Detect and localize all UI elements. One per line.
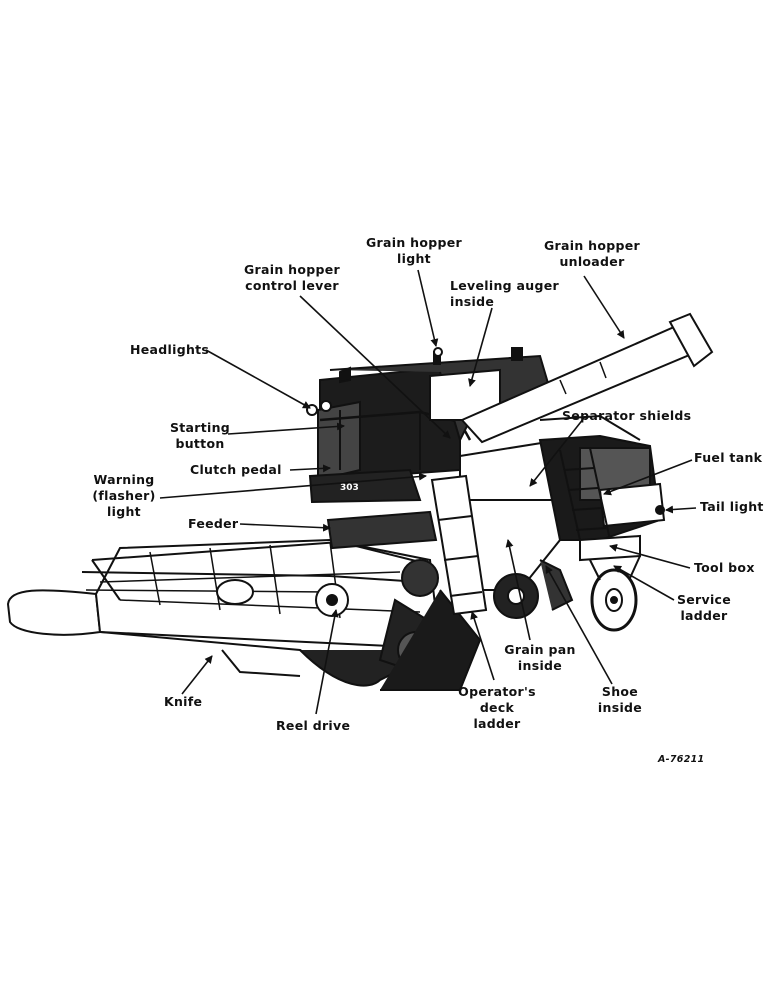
leader-tail-light: [665, 505, 697, 514]
leader-grain-hopper-light: [417, 269, 439, 347]
leader-lines: [159, 269, 697, 715]
machine-body: [6, 312, 714, 691]
machine-badge: 303: [340, 483, 359, 493]
label-headlights: Headlights: [130, 342, 210, 357]
label-separator-shields: Separator shields: [562, 408, 692, 423]
label-tail-light: Tail light: [700, 499, 764, 514]
leader-reel-drive: [315, 609, 339, 715]
leader-shoe: [545, 565, 613, 685]
label-operators-deck-ladder: Operator's deck ladder: [458, 684, 536, 731]
label-grain-hopper-light: Grain hopper light: [365, 235, 463, 266]
leader-grain-hopper-control-lever: [299, 295, 451, 439]
leader-operators-deck-ladder: [470, 611, 495, 681]
label-shoe: Shoe inside: [597, 684, 643, 715]
label-warning-flasher-light: Warning (flasher) light: [92, 472, 156, 519]
label-leveling-auger: Leveling auger inside: [450, 278, 559, 309]
label-feeder: Feeder: [188, 516, 239, 531]
leader-separator-shields: [529, 417, 585, 487]
leader-service-ladder: [613, 565, 675, 601]
leader-fuel-tank: [603, 459, 693, 496]
leader-tool-box: [609, 543, 691, 569]
label-tool-box: Tool box: [694, 560, 755, 575]
label-grain-hopper-unloader: Grain hopper unloader: [543, 238, 641, 269]
label-reel-drive: Reel drive: [276, 718, 351, 733]
figure-reference: A-76211: [658, 754, 705, 765]
leader-knife: [181, 655, 213, 695]
leader-clutch-pedal: [289, 464, 331, 473]
label-grain-pan: Grain pan inside: [504, 642, 576, 673]
label-grain-hopper-control-lever: Grain hopper control lever: [243, 262, 341, 293]
leader-leveling-auger: [468, 307, 493, 387]
leader-grain-pan: [505, 539, 531, 641]
label-clutch-pedal: Clutch pedal: [190, 462, 282, 477]
label-fuel-tank: Fuel tank: [694, 450, 763, 465]
leader-feeder: [239, 523, 331, 532]
leader-starting-button: [227, 422, 345, 435]
leader-warning-flasher-light: [159, 472, 427, 499]
label-service-ladder: Service ladder: [676, 592, 732, 623]
label-starting-button: Starting button: [169, 420, 231, 451]
leader-headlights: [205, 349, 311, 409]
leader-grain-hopper-unloader: [583, 275, 625, 339]
label-knife: Knife: [164, 694, 203, 709]
